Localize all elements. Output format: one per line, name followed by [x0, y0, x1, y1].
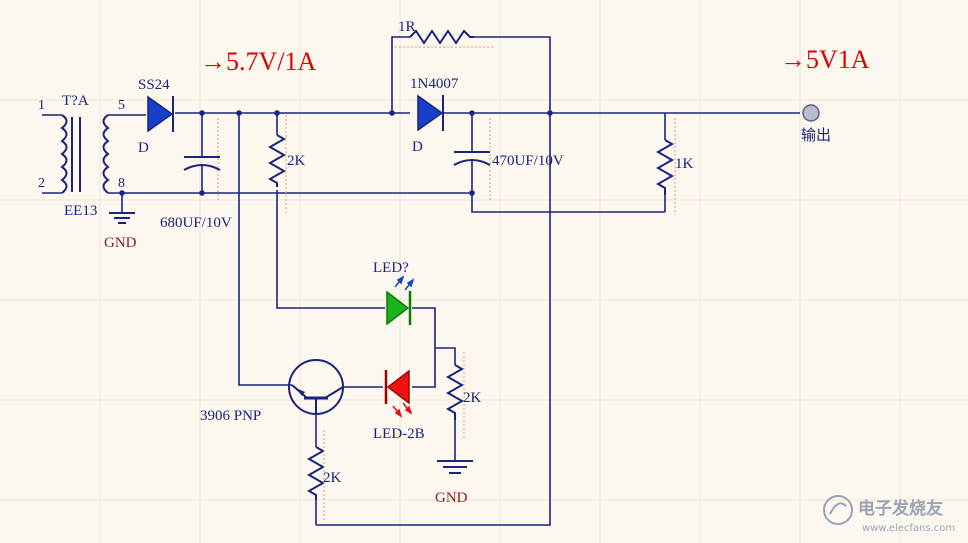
- transformer: T?A EE13 1 2 5 8: [38, 93, 125, 219]
- capacitor-470uf: 470UF/10V: [453, 118, 564, 200]
- wires: [42, 36, 800, 526]
- resistor-2k-base-label: 2K: [323, 470, 342, 486]
- output-label: 输出: [801, 126, 831, 144]
- diode-ss24-type: D: [138, 140, 149, 156]
- ground-label-top: GND: [104, 235, 137, 251]
- resistor-2k-led-label: 2K: [463, 390, 482, 406]
- transformer-designator: T?A: [62, 93, 89, 109]
- diode-ss24: SS24 D: [138, 77, 174, 156]
- ground-label-bottom: GND: [435, 490, 468, 506]
- ground-symbol-bottom: GND: [435, 460, 473, 506]
- capacitor-680uf: 680UF/10V: [160, 118, 232, 231]
- watermark-logo-icon: [823, 495, 853, 525]
- ground-symbol-top: GND: [104, 212, 137, 251]
- watermark: 电子发烧友 www.elecfans.com: [823, 495, 955, 534]
- watermark-url: www.elecfans.com: [862, 523, 955, 534]
- watermark-cn: 电子发烧友: [858, 498, 943, 519]
- annotation-5v: →5V1A: [780, 45, 870, 74]
- resistor-1r-label: 1R: [398, 19, 416, 35]
- led-red: LED-2B: [373, 369, 425, 442]
- transformer-pin-2: 2: [38, 176, 45, 191]
- transformer-pin-1: 1: [38, 98, 45, 113]
- annotation-5-7v: →5.7V/1A: [200, 47, 317, 76]
- led-green: LED?: [373, 260, 415, 326]
- resistor-1k-label: 1K: [675, 156, 694, 172]
- diode-1n4007-name: 1N4007: [410, 76, 459, 92]
- resistor-2k-left: 2K: [267, 115, 306, 215]
- transistor-pnp: 3906 PNP: [200, 359, 344, 424]
- diode-1n4007: 1N4007 D: [410, 76, 459, 155]
- transistor-label: 3906 PNP: [200, 408, 261, 424]
- junctions: [119, 110, 553, 196]
- led-green-label: LED?: [373, 260, 409, 276]
- transformer-model: EE13: [64, 203, 97, 219]
- resistor-2k-base: 2K: [306, 430, 342, 520]
- transformer-pin-8: 8: [118, 176, 125, 191]
- capacitor-470uf-label: 470UF/10V: [492, 153, 564, 169]
- led-red-label: LED-2B: [373, 426, 425, 442]
- transformer-pin-5: 5: [118, 98, 125, 113]
- output-terminal: 输出: [801, 104, 831, 144]
- resistor-2k-left-label: 2K: [287, 153, 306, 169]
- diode-1n4007-type: D: [412, 139, 423, 155]
- resistor-1k: 1K: [655, 118, 694, 215]
- capacitor-680uf-label: 680UF/10V: [160, 215, 232, 231]
- diode-ss24-name: SS24: [138, 77, 170, 93]
- resistor-1r: 1R: [395, 19, 495, 48]
- resistor-2k-led: 2K: [445, 352, 482, 440]
